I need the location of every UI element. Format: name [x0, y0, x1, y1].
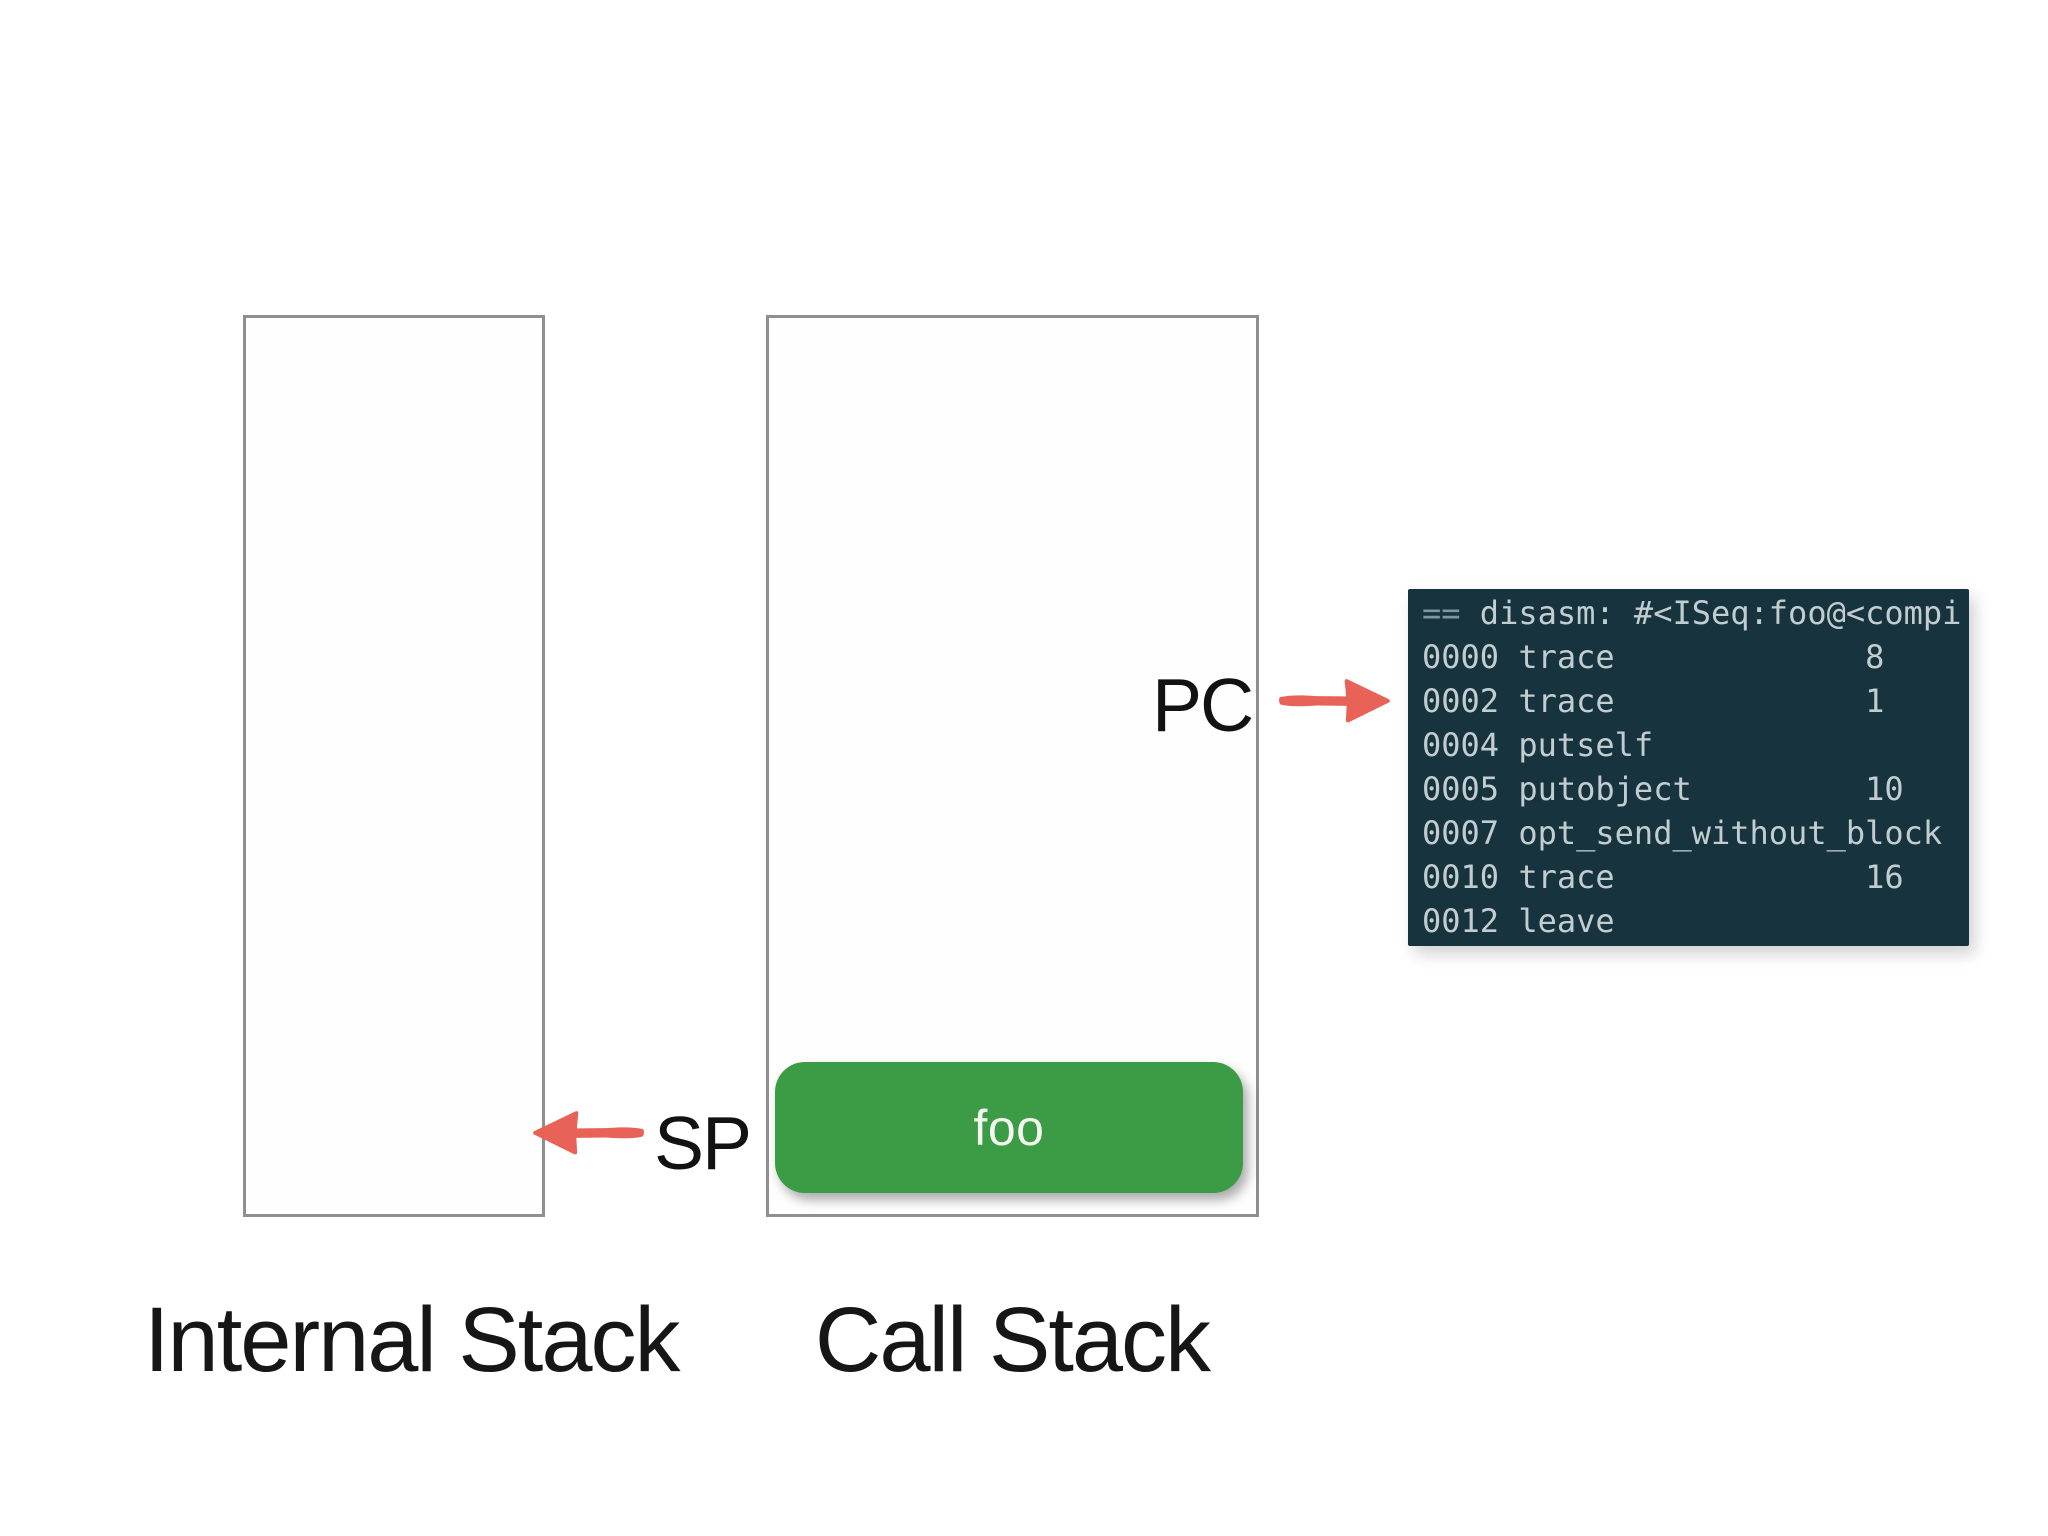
sp-arrow-left-icon	[527, 1104, 647, 1162]
internal-stack-box	[243, 315, 545, 1217]
disasm-line: 0004 putself	[1422, 726, 1654, 764]
pc-arrow-right-icon	[1276, 672, 1396, 730]
pc-pointer-label: PC	[1152, 663, 1254, 747]
sp-pointer-label: SP	[654, 1101, 752, 1185]
disasm-line: 0005 putobject 10	[1422, 770, 1904, 808]
disasm-line: 0007 opt_send_without_block	[1422, 814, 1943, 852]
disasm-line: 0010 trace 16	[1422, 858, 1904, 896]
disasm-line: 0002 trace 1	[1422, 682, 1885, 720]
disasm-header-line: == disasm: #<ISeq:foo@<compi	[1422, 591, 1969, 635]
disasm-line: 0012 leave	[1422, 902, 1615, 940]
frame-label: foo	[973, 1099, 1045, 1156]
internal-stack-title: Internal Stack	[144, 1289, 681, 1391]
disasm-header-prefix: ==	[1422, 594, 1461, 632]
disassembly-terminal-panel: == disasm: #<ISeq:foo@<compi 0000 trace …	[1408, 589, 1969, 946]
disasm-line: 0000 trace 8	[1422, 638, 1885, 676]
call-stack-frame-foo: foo	[775, 1062, 1243, 1193]
disasm-header-text: disasm: #<ISeq:foo@<compi	[1460, 594, 1962, 632]
call-stack-title: Call Stack	[814, 1289, 1211, 1391]
